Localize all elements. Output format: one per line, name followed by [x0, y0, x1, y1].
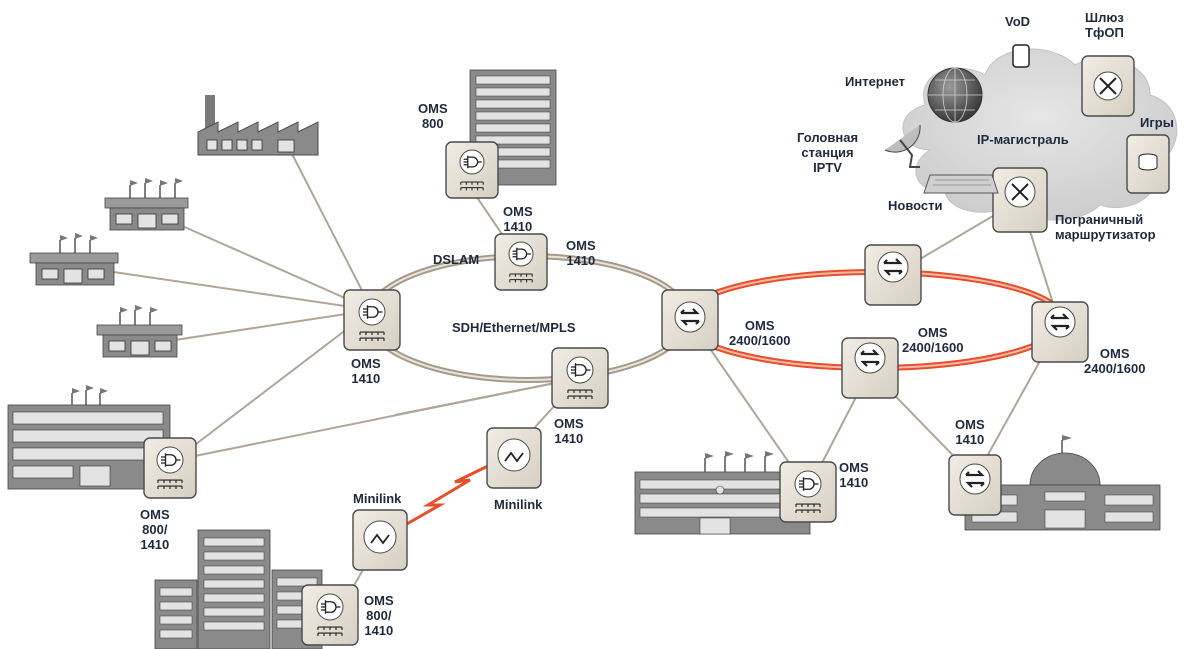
oms-800-1410-bottom-device[interactable] [301, 584, 359, 646]
label-oms-2400-c: OMS 2400/1600 [1084, 346, 1146, 376]
plant-building-2 [29, 233, 119, 286]
tower-buildings-bottom [154, 529, 323, 649]
link-plant3-oms-left [174, 309, 373, 341]
label-dslam: DSLAM [433, 252, 480, 267]
label-oms-1410-bottom: OMS 1410 [554, 416, 584, 446]
factory-building [197, 95, 319, 156]
oms-2400-ring-right-device[interactable] [1031, 301, 1089, 363]
vod-icon [1012, 44, 1030, 68]
label-minilink-right: Minilink [494, 497, 543, 512]
link-plant1-oms-left [179, 224, 373, 311]
minilink-right-device[interactable] [486, 427, 542, 489]
label-games: Игры [1140, 115, 1174, 130]
oms-1410-capitol-device[interactable] [948, 454, 1002, 516]
label-oms-1410-capitol: OMS 1410 [955, 417, 985, 447]
oms-800-1410-left-device[interactable] [143, 437, 197, 499]
news-server-icon [923, 174, 999, 194]
link-office-oms-left [174, 309, 373, 461]
minilink-left-device[interactable] [352, 509, 408, 571]
capitol-building [964, 435, 1161, 531]
plant-building-3 [96, 305, 183, 358]
games-icon [1126, 134, 1170, 194]
label-oms-1410-dslam: OMS 1410 [566, 238, 596, 268]
dslam-device[interactable] [494, 233, 548, 291]
internet-globe-icon [927, 67, 983, 123]
label-border-router: Пограничный маршрутизатор [1055, 212, 1156, 242]
oms-1410-bottom-device[interactable] [551, 347, 609, 409]
oms-1410-gov-device[interactable] [779, 461, 837, 523]
iptv-dish-icon [884, 124, 921, 168]
oms-1410-left-device[interactable] [343, 289, 401, 351]
label-vod: VoD [1005, 14, 1031, 29]
label-oms-1410-under-top: OMS 1410 [503, 204, 533, 234]
oms-2400-ring-mid-device[interactable] [841, 337, 899, 399]
label-ip-backbone: IP-магистраль [977, 132, 1069, 147]
label-internet: Интернет [845, 74, 906, 89]
office-building-left [7, 385, 171, 490]
label-pstn-gateway: Шлюз ТфОП [1085, 10, 1124, 40]
label-news: Новости [888, 198, 943, 213]
ring-top-switch-device[interactable] [864, 244, 922, 306]
label-oms-800-1410-bottom: OMS 800/ 1410 [364, 593, 394, 638]
label-oms-800-1410-left: OMS 800/ 1410 [140, 507, 170, 552]
label-iptv-headend: Головная станция IPTV [797, 130, 859, 175]
label-oms-2400-a: OMS 2400/1600 [729, 318, 791, 348]
oms-800-top-device[interactable] [445, 141, 499, 199]
plant-building-1 [104, 178, 189, 231]
label-oms-800-top: OMS 800 [418, 101, 448, 131]
pstn-gateway-icon [1081, 55, 1135, 117]
label-oms-2400-b: OMS 2400/1600 [902, 325, 964, 355]
label-sdh-ring: SDH/Ethernet/MPLS [452, 320, 576, 335]
label-oms-1410-gov: OMS 1410 [839, 460, 869, 490]
label-minilink-left: Minilink [353, 491, 402, 506]
border-router-device[interactable] [992, 167, 1048, 233]
radio-link [404, 463, 491, 527]
oms-2400-ring-left-device[interactable] [661, 289, 719, 351]
link-factory-oms-left [289, 149, 373, 311]
link-plant2-oms-left [99, 269, 373, 311]
link-minilink-oms-bottom [394, 377, 581, 416]
label-oms-1410-left: OMS 1410 [351, 356, 381, 386]
